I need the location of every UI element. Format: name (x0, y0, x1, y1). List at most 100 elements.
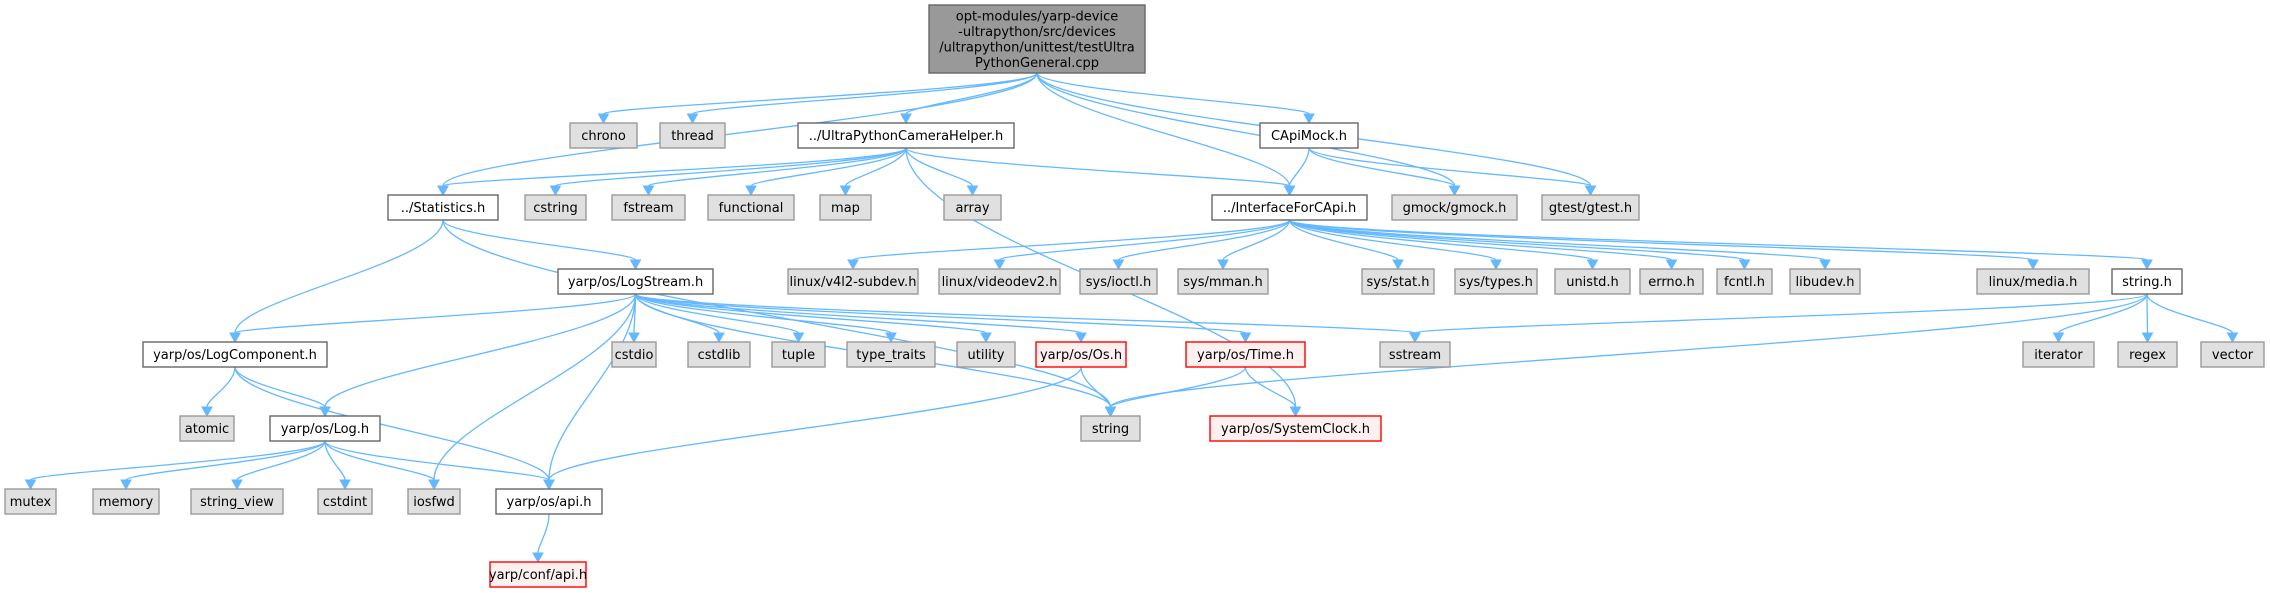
node-box (1259, 122, 1359, 149)
node-os[interactable]: yarp/os/Os.h (1035, 341, 1127, 368)
edge-helper-to-iface (905, 147, 1291, 187)
node-box (179, 415, 235, 442)
node-box (2111, 268, 2183, 295)
arrowhead-icon (1217, 259, 1229, 271)
node-statistics[interactable]: ../Statistics.h (387, 194, 499, 221)
node-label: /ultrapython/unittest/testUltra (939, 40, 1135, 55)
node-root[interactable]: opt-modules/yarp-device-ultrapython/src/… (928, 4, 1146, 74)
node-capimock[interactable]: CApiMock.h (1259, 122, 1359, 149)
node-label: map (831, 201, 860, 216)
node-box (797, 122, 1015, 149)
node-iface[interactable]: ../InterfaceForCApi.h (1211, 194, 1368, 221)
edge-statistics-to-logcomponent (234, 219, 444, 334)
node-box (819, 194, 872, 221)
edge-root-to-capimock (1036, 72, 1310, 115)
node-label: yarp/os/SystemClock.h (1221, 422, 1370, 437)
edge-helper-to-fstream (647, 147, 907, 187)
arrowhead-icon (543, 479, 555, 491)
node-label: ../InterfaceForCApi.h (1223, 201, 1356, 216)
node-label: PythonGeneral.cpp (975, 56, 1099, 71)
node-confapi[interactable]: yarp/conf/api.h (489, 561, 587, 588)
node-box (943, 194, 1002, 221)
edge-statistics-to-logstream (442, 219, 637, 261)
arrowhead-icon (993, 259, 1006, 271)
node-log[interactable]: yarp/os/Log.h (269, 415, 381, 442)
node-label: errno.h (1648, 275, 1695, 290)
node-api[interactable]: yarp/os/api.h (495, 488, 603, 515)
node-label: fstream (623, 201, 673, 216)
node-cstring: cstring (524, 194, 587, 221)
node-label: gtest/gtest.h (1549, 201, 1632, 216)
node-box (846, 341, 936, 368)
node-label: cstdlib (698, 348, 741, 363)
node-vector: vector (2200, 341, 2265, 368)
node-label: unistd.h (1566, 275, 1619, 290)
edge-log-to-api (324, 440, 550, 481)
edge-iface-to-types (1288, 219, 1497, 261)
node-systemclock[interactable]: yarp/os/SystemClock.h (1209, 415, 1382, 442)
edge-logstream-to-os (634, 293, 1082, 334)
node-cstdio: cstdio (611, 341, 657, 368)
edge-helper-to-array (905, 147, 974, 187)
node-helper[interactable]: ../UltraPythonCameraHelper.h (797, 122, 1015, 149)
arrowhead-icon (2141, 259, 2153, 271)
arrowhead-icon (1239, 332, 1252, 344)
edge-iface-to-videodev2 (998, 219, 1291, 261)
node-time[interactable]: yarp/os/Time.h (1185, 341, 1306, 368)
node-label: array (955, 201, 989, 216)
edge-logstream-to-api (548, 293, 637, 481)
node-cstdlib: cstdlib (687, 341, 751, 368)
edge-helper-to-statistics (442, 147, 907, 187)
node-label: yarp/os/LogStream.h (568, 275, 703, 290)
edge-stringh-to-vector (2146, 293, 2234, 334)
node-box (1554, 268, 1631, 295)
node-string: string (1080, 415, 1141, 442)
arrowhead-icon (713, 332, 725, 344)
arrowhead-icon (885, 332, 897, 344)
node-logstream[interactable]: yarp/os/LogStream.h (557, 268, 714, 295)
node-box (489, 561, 587, 588)
edge-iface-to-media (1288, 219, 2034, 261)
arrowhead-icon (201, 406, 213, 418)
arrowhead-icon (839, 185, 852, 197)
node-label: linux/videodev2.h (942, 275, 1058, 290)
node-box (2200, 341, 2265, 368)
arrowhead-icon (628, 332, 640, 344)
node-utility: utility (956, 341, 1016, 368)
node-box (1639, 268, 1704, 295)
arrowhead-icon (686, 113, 699, 125)
node-box (190, 488, 284, 515)
node-label: yarp/conf/api.h (489, 568, 587, 583)
node-map: map (819, 194, 872, 221)
node-label: string.h (2122, 275, 2172, 290)
node-box (938, 268, 1061, 295)
arrowhead-icon (229, 332, 241, 344)
node-tuple: tuple (771, 341, 826, 368)
node-box (928, 4, 1146, 74)
node-label: yarp/os/Log.h (281, 422, 369, 437)
node-sstream: sstream (1379, 341, 1451, 368)
node-box (1541, 194, 1640, 221)
edge-api-to-confapi (537, 513, 550, 554)
node-box (659, 122, 726, 149)
node-v4l2: linux/v4l2-subdev.h (787, 268, 919, 295)
node-array: array (943, 194, 1002, 221)
node-logcomponent[interactable]: yarp/os/LogComponent.h (142, 341, 328, 368)
arrowhead-icon (642, 185, 655, 197)
arrowhead-icon (437, 185, 449, 197)
arrowhead-icon (980, 332, 992, 344)
arrowhead-icon (1409, 332, 1421, 344)
arrowhead-icon (1448, 185, 1461, 197)
edge-logstream-to-type_traits (634, 293, 892, 334)
node-regex: regex (2117, 341, 2178, 368)
node-box (1035, 341, 1127, 368)
node-label: sys/mman.h (1183, 275, 1263, 290)
arrowhead-icon (1303, 113, 1315, 125)
edge-capimock-to-iface (1288, 147, 1310, 187)
edge-log-to-string_view (236, 440, 326, 481)
node-box (1379, 341, 1451, 368)
node-stringh[interactable]: string.h (2111, 268, 2183, 295)
arrowhead-icon (1104, 406, 1117, 418)
node-libudev: libudev.h (1789, 268, 1861, 295)
edge-logstream-to-time (634, 293, 1247, 334)
